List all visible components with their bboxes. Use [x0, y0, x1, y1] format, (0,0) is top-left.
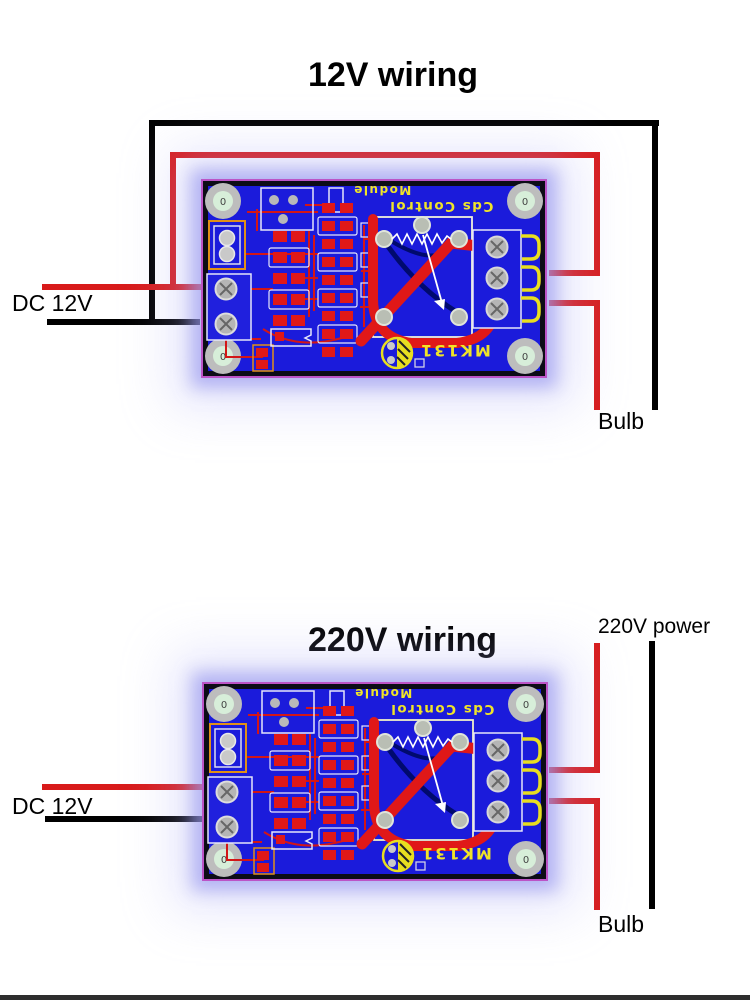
power-220v-label: 220V power: [598, 615, 711, 638]
wire-red-stub-no: [549, 300, 600, 306]
svg-text:0: 0: [522, 352, 528, 363]
section-title-12v: 12V wiring: [307, 56, 479, 94]
dc-12v-label-top: DC 12V: [12, 290, 93, 316]
wire-black-left-vertical: [149, 120, 155, 325]
terminal-wire-clips: [522, 737, 542, 826]
bulb-label-bottom: Bulb: [598, 911, 645, 937]
wire-red-220v-to-com: [594, 643, 600, 773]
pcb-module-12v: 0 0 0 0: [201, 179, 547, 378]
bottom-left-pads: [252, 328, 312, 372]
dc-12v-label-bottom: DC 12V: [12, 793, 93, 819]
mounting-hole-bottom-right: 0: [508, 841, 544, 877]
mounting-hole-bottom-left: 0: [205, 338, 241, 374]
wire-black-right-vertical-to-bulb: [652, 120, 658, 410]
svg-text:0: 0: [221, 855, 227, 866]
svg-text:0: 0: [221, 700, 227, 711]
smd-pads-column2: [318, 706, 359, 860]
silk-text-module: Module: [353, 183, 412, 197]
section-title-220v: 220V wiring: [308, 621, 497, 659]
wire-red-top-horizontal: [170, 152, 600, 158]
silk-text-model: MK131: [420, 844, 492, 863]
wire-red-vertical-to-bulb: [594, 300, 600, 410]
silk-text-model: MK131: [419, 341, 491, 360]
mounting-hole-top-right: 0: [508, 686, 544, 722]
wire-red-stub-com: [549, 270, 600, 276]
terminal-wire-clips: [521, 234, 541, 323]
svg-text:0: 0: [523, 700, 529, 711]
svg-text:0: 0: [522, 197, 528, 208]
wire-red-no-to-bulb: [594, 798, 600, 910]
mounting-hole-top-left: 0: [206, 686, 242, 722]
bottom-left-pads: [253, 831, 313, 875]
pcb-board-svg: 0 0 0 0: [202, 682, 548, 881]
svg-text:0: 0: [523, 855, 529, 866]
photoresistor-footprint: [380, 336, 425, 370]
pcb-board-svg: 0 0 0 0: [201, 179, 547, 378]
wire-red-dc-positive-bottom: [42, 784, 204, 790]
dc-input-terminal-block: [207, 776, 253, 844]
smd-pads-column2: [317, 203, 358, 357]
wire-red-dc-positive: [42, 284, 202, 290]
wire-red-stub-no-bottom: [549, 798, 600, 804]
svg-text:0: 0: [220, 352, 226, 363]
smd-pads-column1: [269, 734, 311, 829]
silk-text-cds-control: Cds Control: [390, 701, 495, 717]
mounting-hole-bottom-left: 0: [206, 841, 242, 877]
mounting-hole-top-right: 0: [507, 183, 543, 219]
wire-red-right-vertical-to-com: [594, 152, 600, 276]
wire-black-top-horizontal: [149, 120, 659, 126]
pcb-module-220v: 0 0 0 0: [202, 682, 548, 881]
aux-terminal-block: [209, 723, 247, 773]
aux-terminal-block: [208, 220, 246, 270]
dc-input-terminal-block: [206, 273, 252, 341]
component-outlines-top: [260, 187, 372, 298]
relay-coil-resistor-symbol: [391, 232, 452, 246]
wire-black-220v-to-bulb: [649, 641, 655, 909]
relay-footprint: [356, 717, 504, 851]
photoresistor-footprint: [381, 839, 426, 873]
silk-text-cds-control: Cds Control: [389, 198, 494, 214]
bottom-border-bar: [0, 995, 750, 1000]
mounting-hole-bottom-right: 0: [507, 338, 543, 374]
wire-black-dc-negative: [47, 319, 200, 325]
relay-output-terminal-block: [473, 732, 523, 832]
relay-coil-resistor-symbol: [392, 735, 453, 749]
bulb-label-top: Bulb: [598, 408, 645, 434]
relay-arrow-symbol: [423, 737, 446, 813]
silk-text-module: Module: [354, 686, 413, 700]
relay-arrow-symbol: [422, 234, 445, 310]
smd-pads-column1: [268, 231, 310, 326]
wire-red-left-vertical: [170, 152, 176, 290]
wire-red-stub-com-bottom: [549, 767, 600, 773]
mounting-hole-top-left: 0: [205, 183, 241, 219]
svg-text:0: 0: [220, 197, 226, 208]
relay-output-terminal-block: [472, 229, 522, 329]
wire-black-dc-negative-bottom: [45, 816, 202, 822]
